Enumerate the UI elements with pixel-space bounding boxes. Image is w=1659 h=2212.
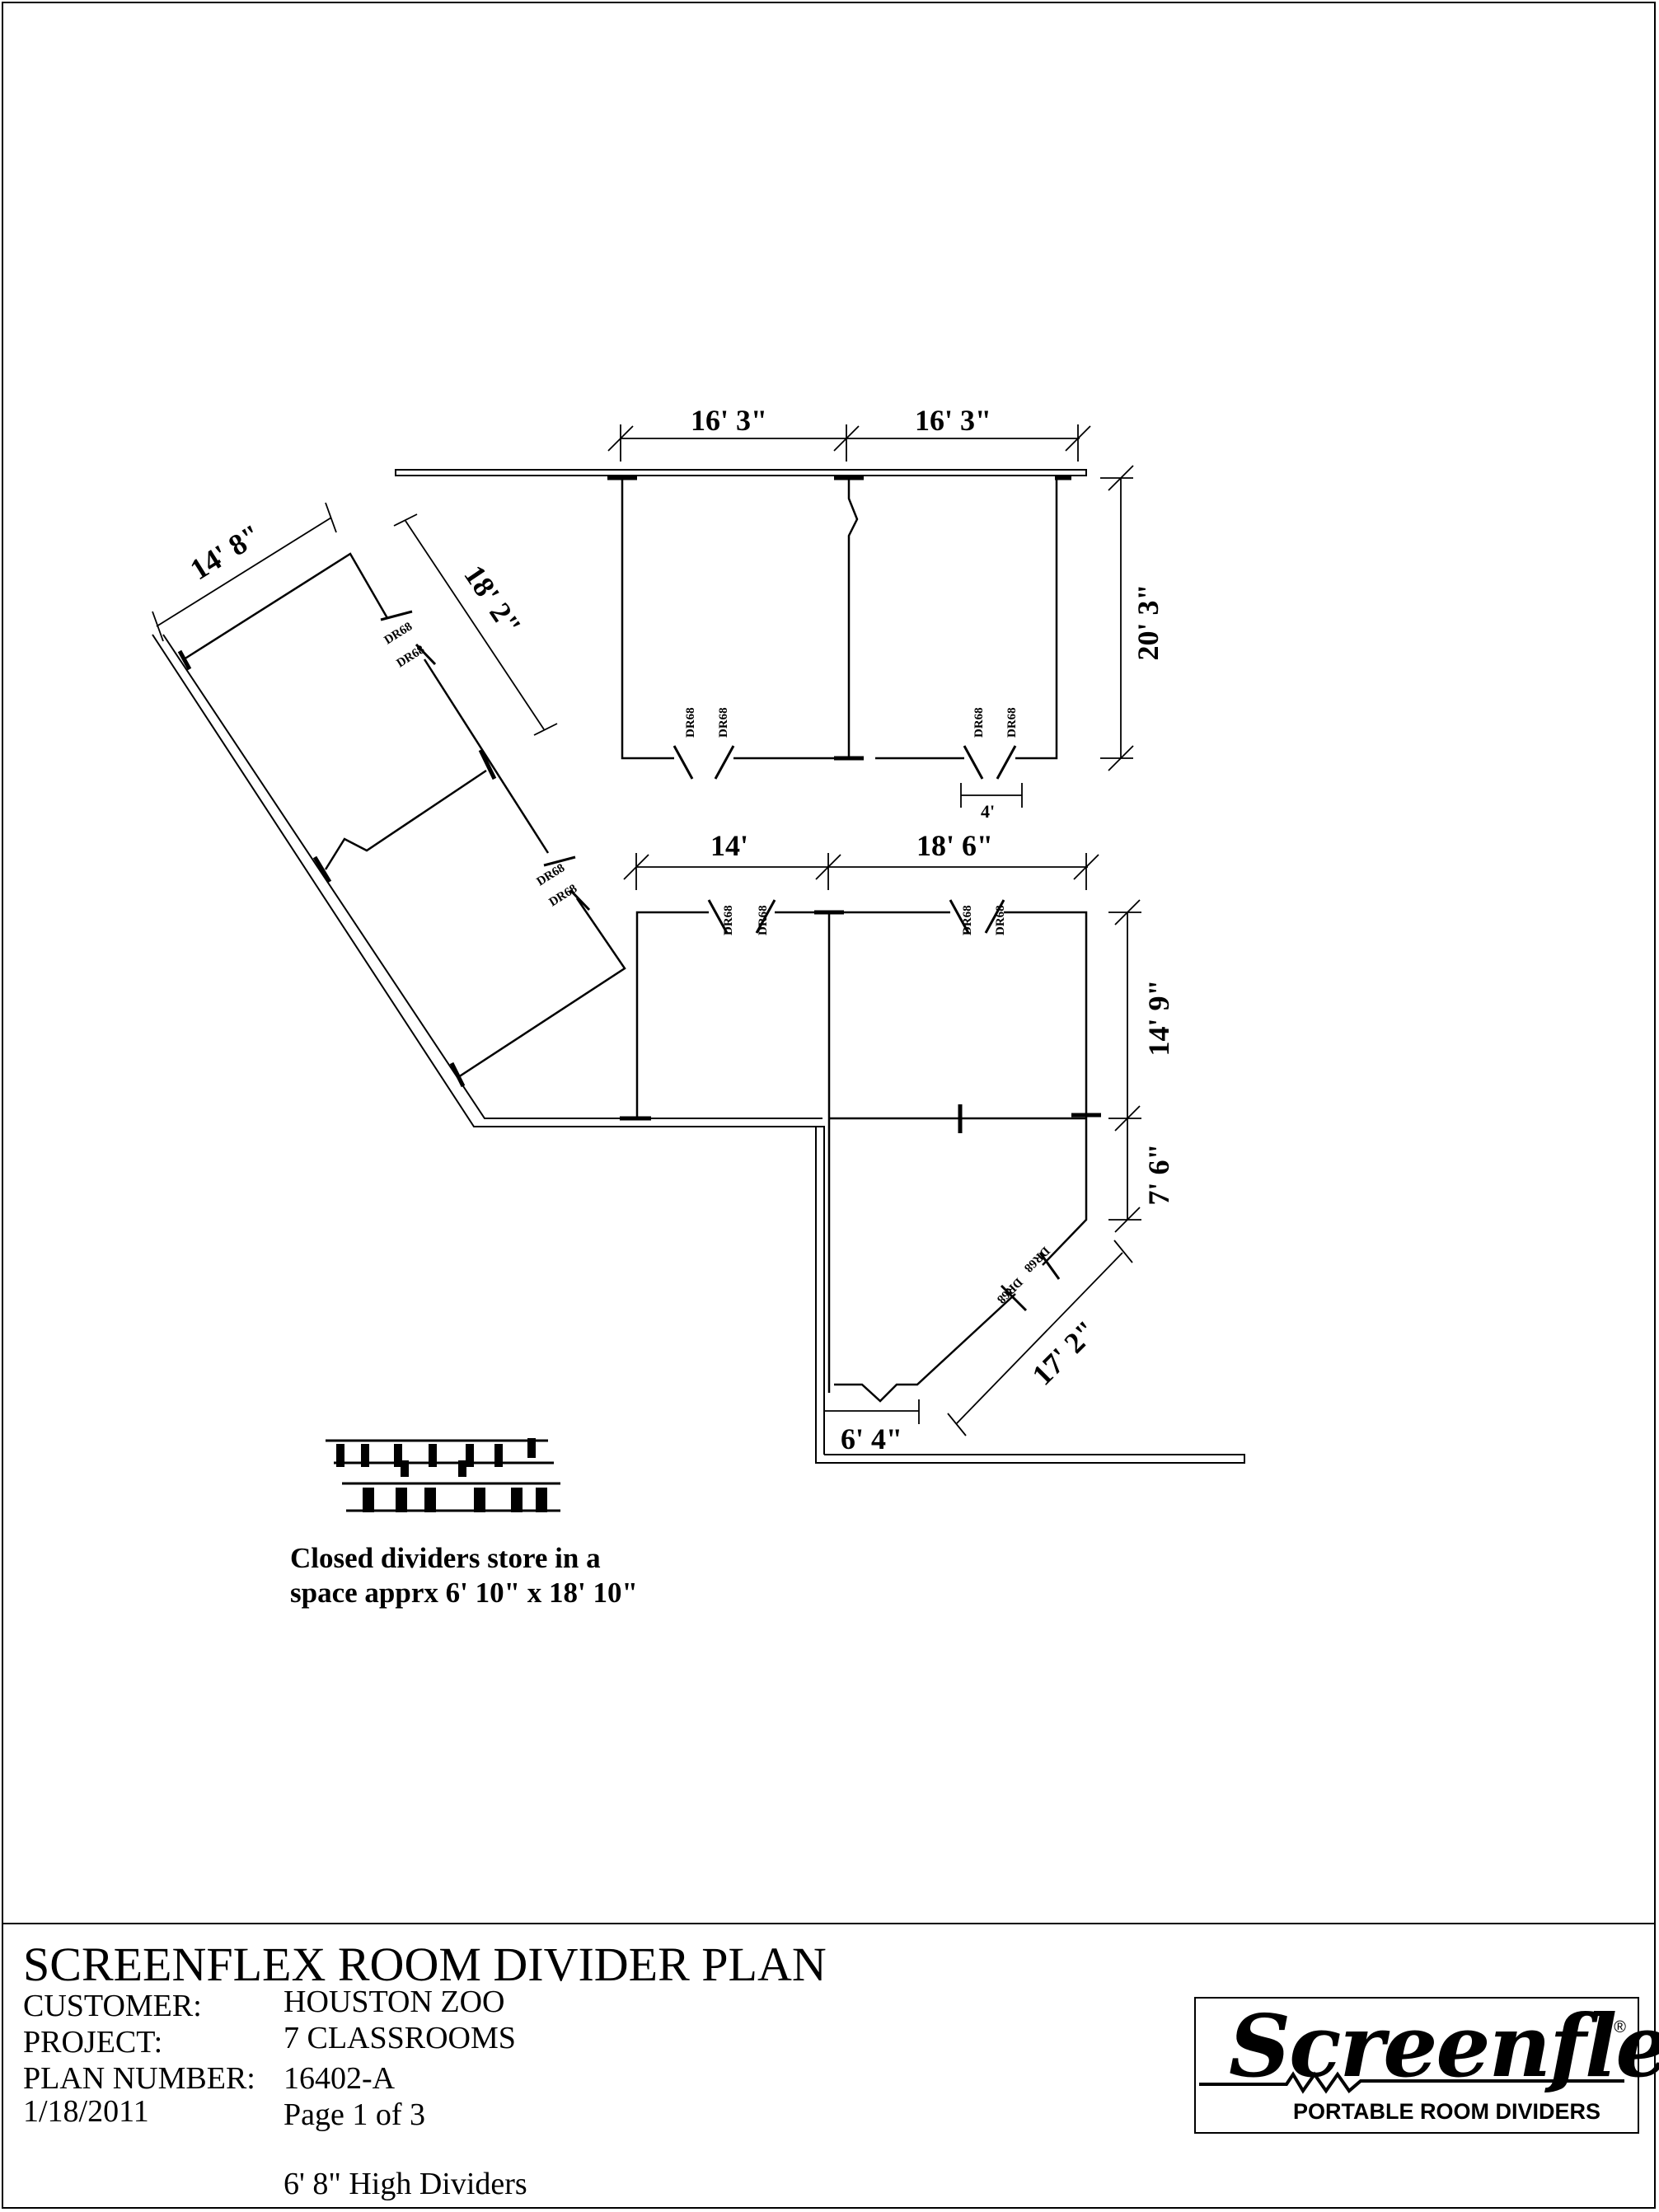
screenflex-logo: Screenflex ® PORTABLE ROOM DIVIDERS (1194, 1997, 1659, 2134)
dim-4: 4' (981, 801, 995, 822)
door-label: DR68 (722, 905, 735, 935)
dim-16-3-right: 16' 3" (915, 404, 991, 437)
divider-low-right (1004, 911, 1088, 1118)
title-block: SCREENFLEX ROOM DIVIDER PLAN CUSTOMER: H… (2, 1923, 1659, 2209)
divider-angled-lower (834, 1293, 1016, 1403)
logo-wave-icon (1199, 2071, 1624, 2094)
dim-18-6: 18' 6" (916, 829, 993, 862)
dim-14: 14' (710, 829, 748, 862)
dim-17-2: 17' 2" (1025, 1314, 1103, 1391)
storage-note-line1: Closed dividers store in a (290, 1542, 601, 1574)
divider-slant-mid (423, 658, 550, 854)
dim-14-9: 14' 9" (1142, 980, 1175, 1057)
door-label: DR68 (961, 905, 974, 935)
dim-20-3: 20' 3" (1132, 584, 1165, 661)
divider-top-center (847, 478, 859, 758)
door-label: DR68 (1005, 707, 1019, 738)
dim-6-4: 6' 4" (841, 1422, 902, 1455)
dim-14-8: 14' 8" (185, 518, 267, 586)
divider-top-right (1015, 478, 1058, 760)
wall-top (395, 469, 1087, 476)
door-label: DR68 (994, 905, 1007, 935)
divider-slant-bottom (457, 897, 626, 1079)
door-label: DR68 (547, 882, 580, 909)
door-label: DR68 (684, 707, 697, 738)
plan-date: 1/18/2011 (23, 2094, 149, 2129)
dim-18-2: 18' 2" (457, 560, 527, 641)
plan-number-value: 16402-A (284, 2061, 396, 2096)
stored-dividers-icon (326, 1438, 560, 1512)
wall-angled-inner (162, 634, 822, 1119)
divider-low-left (635, 911, 709, 1118)
divider-angled-upper (1042, 1118, 1088, 1266)
wall-bottom-right (815, 1127, 1245, 1464)
plan-number-label: PLAN NUMBER: (23, 2061, 255, 2096)
customer-value: HOUSTON ZOO (284, 1985, 505, 2019)
logo-tagline: PORTABLE ROOM DIVIDERS (1293, 2099, 1601, 2124)
door-label: DR68 (395, 643, 428, 670)
divider-top-left (621, 478, 674, 760)
wall-angled-outer (152, 634, 825, 1455)
dim-7-6: 7' 6" (1142, 1144, 1175, 1206)
divider-height-note: 6' 8" High Dividers (284, 2167, 527, 2201)
registered-mark: ® (1614, 2018, 1626, 2036)
divider-slant-top (183, 552, 389, 661)
door-label: DR68 (382, 620, 415, 647)
floor-plan-drawing: 16' 3" 16' 3" 20' 3" 4' 14' 8" 18' 2" 14… (152, 404, 1245, 1512)
door-label: DR68 (717, 707, 730, 738)
logo-wordmark: Screenflex (1229, 1995, 1659, 2097)
project-value: 7 CLASSROOMS (284, 2021, 516, 2055)
plan-title: SCREENFLEX ROOM DIVIDER PLAN (23, 1938, 827, 1991)
customer-label: CUSTOMER: (23, 1989, 202, 2023)
dim-16-3-left: 16' 3" (691, 404, 767, 437)
storage-note: Closed dividers store in a space apprx 6… (290, 1541, 638, 1610)
door-label: DR68 (972, 707, 986, 738)
storage-note-line2: space apprx 6' 10" x 18' 10" (290, 1577, 638, 1609)
divider-slant-cross (324, 769, 487, 870)
page-number: Page 1 of 3 (284, 2097, 426, 2132)
project-label: PROJECT: (23, 2025, 163, 2060)
door-label: DR68 (757, 905, 770, 935)
door-label: DR68 (535, 861, 568, 888)
door-label: DR68 (994, 1275, 1024, 1305)
